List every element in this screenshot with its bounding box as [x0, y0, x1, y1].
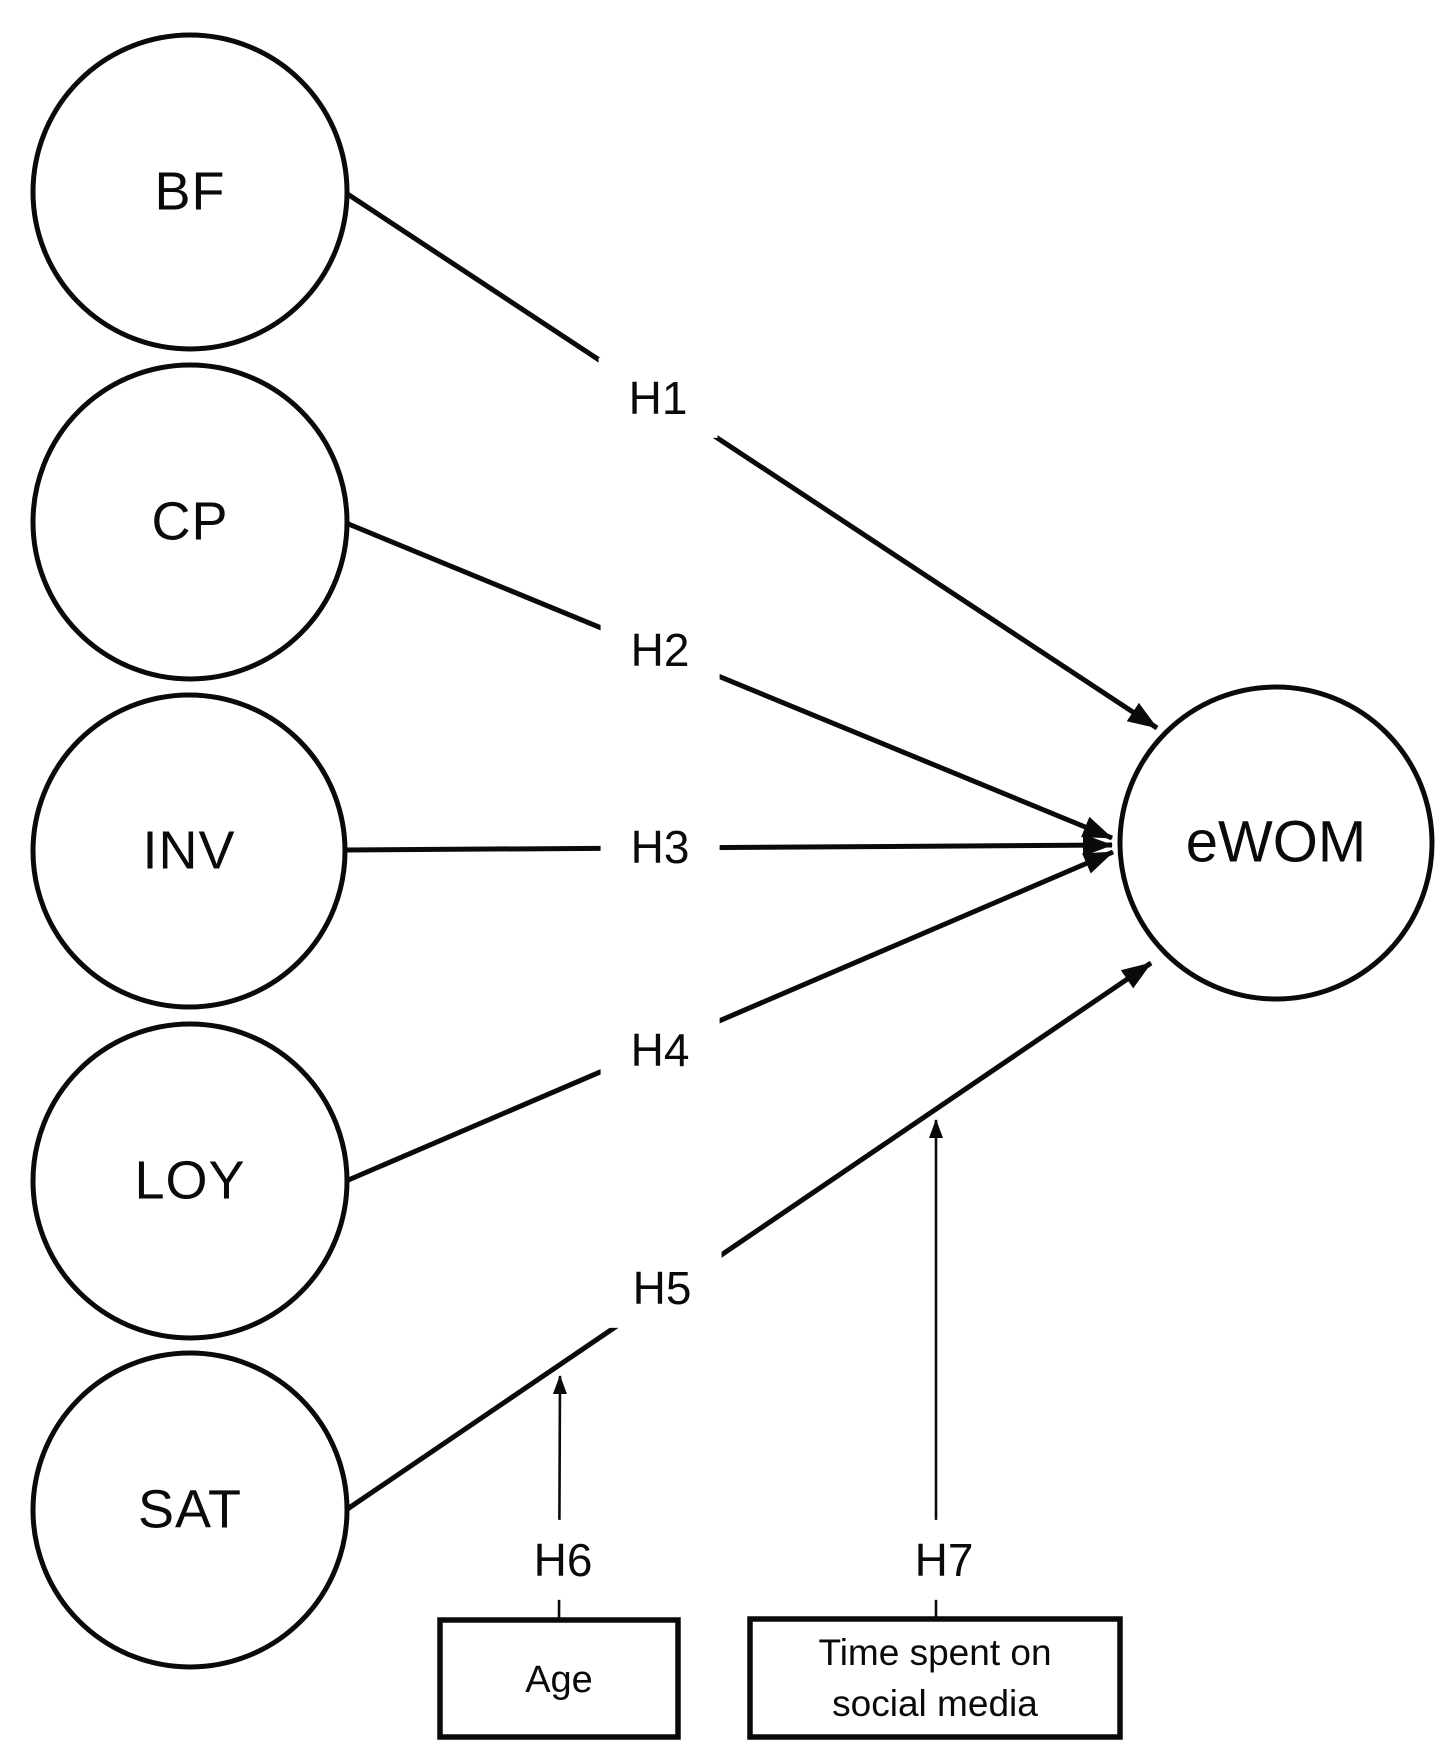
node-sat-label: SAT	[137, 1479, 243, 1540]
node-ewom-label: eWOM	[1185, 809, 1367, 875]
node-loy-label: LOY	[134, 1150, 246, 1211]
path-h1-bf-ewom	[344, 190, 1159, 731]
node-cp-label: CP	[151, 491, 229, 552]
moderator-age-label: Age	[525, 1659, 593, 1702]
hypothesis-h7-label: H7	[884, 1519, 1004, 1601]
hypothesis-h1-label: H1	[598, 357, 718, 439]
node-bf-label: BF	[154, 161, 226, 222]
hypothesis-h4-label: H4	[600, 1009, 720, 1091]
hypothesis-h6-label: H6	[503, 1519, 623, 1601]
node-ewom-circle	[1117, 684, 1435, 1002]
path-h5-sat-ewom	[344, 960, 1153, 1513]
hypothesis-h3-label: H3	[600, 806, 720, 888]
moderator-time-label-line2: social media	[832, 1683, 1038, 1724]
path-h3-inv-ewom	[345, 834, 1113, 857]
node-inv-label: INV	[142, 820, 236, 881]
moderator-time-box	[747, 1616, 1123, 1740]
moderator-time-label: Time spent on social media	[818, 1627, 1051, 1729]
node-inv-circle	[30, 692, 348, 1010]
moderator-time-label-line1: Time spent on	[818, 1631, 1052, 1673]
path-h2-cp-ewom	[345, 520, 1113, 841]
moderator-age-box	[437, 1617, 681, 1740]
hypothesis-h2-label: H2	[600, 609, 720, 691]
path-h4-loy-ewom	[345, 849, 1114, 1184]
hypothesis-h5-label: H5	[602, 1247, 722, 1329]
